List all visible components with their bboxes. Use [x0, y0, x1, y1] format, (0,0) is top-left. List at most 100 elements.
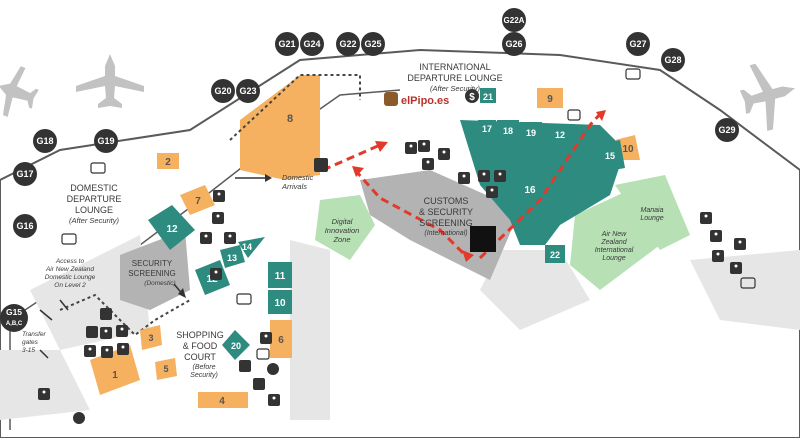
nz-intl-lounge-label: Zealand [600, 239, 627, 246]
plane-icon [76, 54, 144, 108]
shop-12-c[interactable] [545, 124, 575, 144]
shop-4-label: 4 [219, 396, 225, 407]
gate-g22[interactable]: G22 [336, 32, 360, 56]
shop-18[interactable] [497, 120, 519, 140]
accessible-icon [494, 170, 506, 182]
accessible-icon [734, 238, 746, 250]
shop-5[interactable] [155, 358, 177, 380]
nz-access-label: Air New Zealand [45, 266, 94, 273]
shop-20[interactable] [222, 330, 250, 360]
shop-16-label: 16 [524, 185, 536, 196]
svg-text:G20: G20 [214, 86, 231, 96]
currency-exchange-icon [465, 89, 479, 103]
shop-22[interactable] [545, 245, 565, 263]
plane-icons [0, 54, 796, 131]
shop-10-label: 10 [622, 144, 634, 155]
watermark-logo [384, 92, 398, 106]
toilet-icon [38, 388, 50, 400]
toilet-icon [116, 325, 128, 337]
shop-17[interactable] [478, 120, 496, 136]
shop-4[interactable] [198, 392, 248, 408]
shop-6[interactable] [270, 320, 292, 358]
family-icon [486, 186, 498, 198]
shop-11-label: 11 [275, 271, 286, 282]
toilet-icon [418, 140, 430, 152]
toilet-icon [478, 170, 490, 182]
gate-g24[interactable]: G24 [300, 32, 324, 56]
shop-13[interactable] [220, 245, 245, 268]
gate-g27[interactable]: G27 [626, 32, 650, 56]
customs-title: & SECURITY [419, 207, 473, 217]
svg-text:G27: G27 [629, 39, 646, 49]
customs-sub: (International) [424, 230, 467, 237]
svg-text:G24: G24 [303, 39, 320, 49]
accessible-icon [438, 148, 450, 160]
digital-zone-label: Zone [332, 235, 350, 244]
gate-g29[interactable]: G29 [715, 118, 739, 142]
shop-15[interactable] [595, 140, 625, 172]
floor-zone [480, 250, 590, 330]
shop-14[interactable] [238, 237, 265, 258]
shop-21[interactable] [480, 88, 496, 103]
gate-g16[interactable]: G16 [13, 214, 37, 238]
escalator-icon [86, 326, 98, 338]
shop-11[interactable] [268, 262, 292, 288]
gate-g23[interactable]: G23 [236, 79, 260, 103]
transfer-label: 3-15 [22, 347, 35, 354]
digital-zone-label: Digital [332, 217, 353, 226]
toilet-icon [212, 212, 224, 224]
shop-8-area [240, 75, 320, 180]
gate-g17[interactable]: G17 [13, 162, 37, 186]
shop-1-label: 1 [112, 370, 118, 381]
atm-icon [625, 68, 641, 80]
manaia-lounge-area [615, 175, 690, 250]
shop-14-label: 14 [242, 242, 252, 252]
currency-icon [267, 363, 279, 375]
transfer-label: Transfer [22, 331, 47, 338]
shop-10-teal[interactable] [268, 290, 292, 314]
shop-21-label: 21 [483, 92, 493, 102]
shop-9[interactable] [537, 88, 563, 108]
domestic-arrivals-label: Arrivals [281, 182, 307, 191]
gate-g25[interactable]: G25 [361, 32, 385, 56]
amenity-glyphs [42, 142, 742, 400]
gate-g21[interactable]: G21 [275, 32, 299, 56]
shop-17-label: 17 [482, 124, 492, 134]
svg-text:G22: G22 [339, 39, 356, 49]
toilet-icon [260, 332, 272, 344]
info-icons [61, 68, 756, 360]
shop-7-label: 7 [195, 196, 201, 207]
gate-g18[interactable]: G18 [33, 129, 57, 153]
shop-15-label: 15 [605, 151, 615, 161]
toilet-icon [117, 343, 129, 355]
security-zone [120, 230, 190, 310]
intl-lounge-title: INTERNATIONAL [419, 62, 490, 72]
shop-3[interactable] [140, 325, 162, 350]
gate-g22a[interactable]: G22A [502, 8, 526, 32]
intl-lounge-sub: (After Security) [430, 84, 481, 93]
svg-text:G16: G16 [16, 221, 33, 231]
mail-icon [567, 109, 581, 121]
intl-lounge-title: DEPARTURE LOUNGE [407, 73, 502, 83]
customs-title: SCREENING [419, 218, 473, 228]
manaia-label: Lounge [640, 215, 663, 222]
gate-g26[interactable]: G26 [502, 32, 526, 56]
domestic-lounge-title: LOUNGE [75, 205, 113, 215]
nz-intl-lounge-label: International [595, 247, 634, 254]
nz-intl-lounge-label: Air New [601, 231, 627, 238]
gate-g20[interactable]: G20 [211, 79, 235, 103]
shopping-title: & FOOD [183, 341, 218, 351]
shop-2[interactable] [157, 153, 179, 169]
shop-19[interactable] [520, 122, 542, 142]
shop-12-a[interactable] [148, 205, 195, 250]
digital-zone [315, 195, 375, 260]
security-title: SCREENING [128, 269, 176, 278]
gate-g19[interactable]: G19 [94, 129, 118, 153]
shopping-title: COURT [184, 352, 216, 362]
shop-7[interactable] [180, 185, 215, 215]
watermark: elPipo.es [384, 92, 449, 107]
gate-g28[interactable]: G28 [661, 48, 685, 72]
